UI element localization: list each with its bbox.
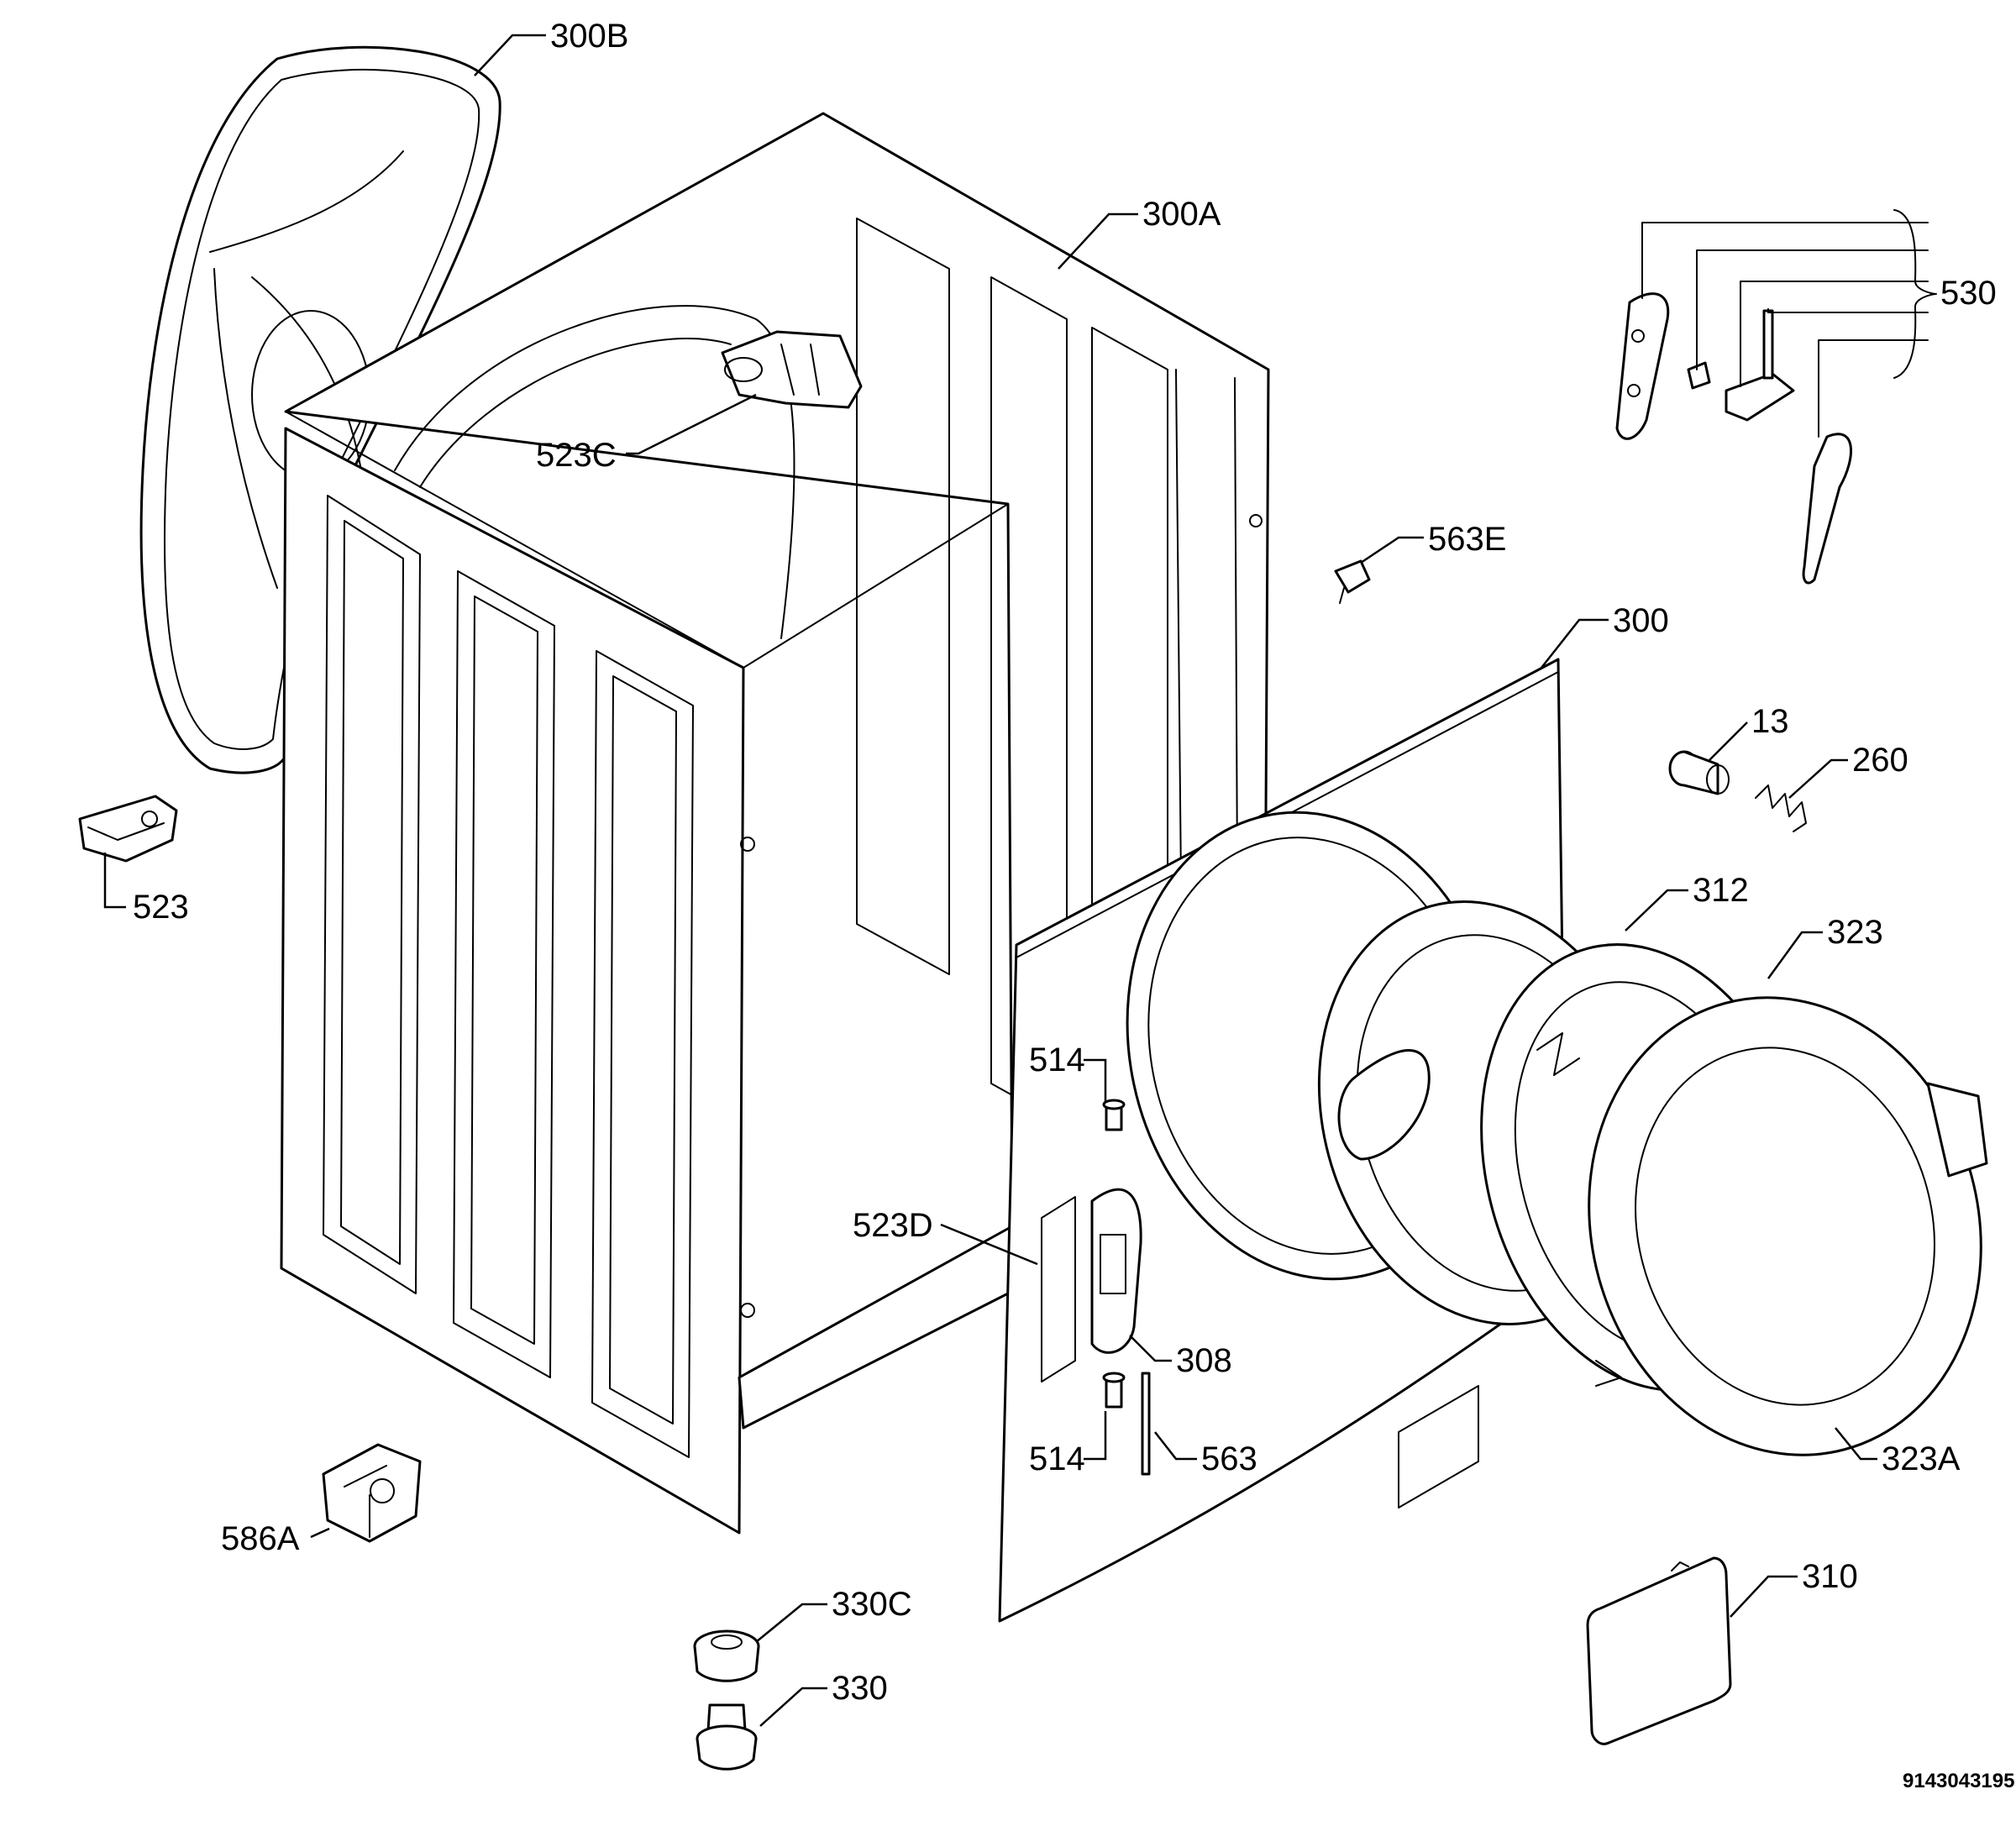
callout-300: 300 xyxy=(1613,602,1669,639)
callout-323A: 323A xyxy=(1882,1440,1961,1477)
part-323A-outer-door xyxy=(1588,996,1988,1456)
callout-523: 523 xyxy=(133,889,189,926)
part-308-hinge xyxy=(1090,1188,1142,1354)
callout-330C: 330C xyxy=(832,1586,912,1623)
part-563E-clip xyxy=(1334,559,1371,604)
callout-530: 530 xyxy=(1940,275,1997,312)
part-514-pin-upper xyxy=(1102,1099,1126,1131)
callout-514-lower: 514 xyxy=(1029,1440,1085,1477)
callout-330: 330 xyxy=(832,1670,888,1707)
part-514-pin-lower xyxy=(1102,1372,1126,1409)
callout-523C: 523C xyxy=(536,437,617,474)
callout-586A: 586A xyxy=(221,1520,300,1557)
part-310-service-flap xyxy=(1586,1556,1732,1745)
leader-lines xyxy=(103,34,1877,1727)
callout-260: 260 xyxy=(1852,742,1908,779)
part-586A xyxy=(322,1443,422,1543)
part-523C xyxy=(721,330,863,409)
part-523 xyxy=(78,795,178,863)
part-330C-foot xyxy=(693,1629,760,1682)
part-260-spring xyxy=(1755,784,1807,832)
callout-300A: 300A xyxy=(1142,196,1221,233)
callout-323: 323 xyxy=(1827,914,1883,951)
part-330-foot xyxy=(696,1703,758,1771)
callout-310: 310 xyxy=(1802,1558,1858,1595)
callout-308: 308 xyxy=(1176,1342,1232,1379)
part-530-handle-kit xyxy=(1615,209,1937,585)
callout-13: 13 xyxy=(1751,703,1789,740)
callout-563: 563 xyxy=(1201,1440,1257,1477)
callout-labels: 300B 300A 530 523C 563E 300 13 260 523 3… xyxy=(133,18,2014,1792)
document-number: 9143043195 xyxy=(1903,1770,2014,1792)
part-563-rod xyxy=(1141,1372,1151,1476)
callout-523D: 523D xyxy=(853,1207,933,1244)
callout-514-upper: 514 xyxy=(1029,1042,1085,1078)
callout-312: 312 xyxy=(1693,872,1749,909)
callout-563E: 563E xyxy=(1428,521,1506,558)
part-13-bushing xyxy=(1668,750,1730,795)
callout-300B: 300B xyxy=(550,18,628,55)
